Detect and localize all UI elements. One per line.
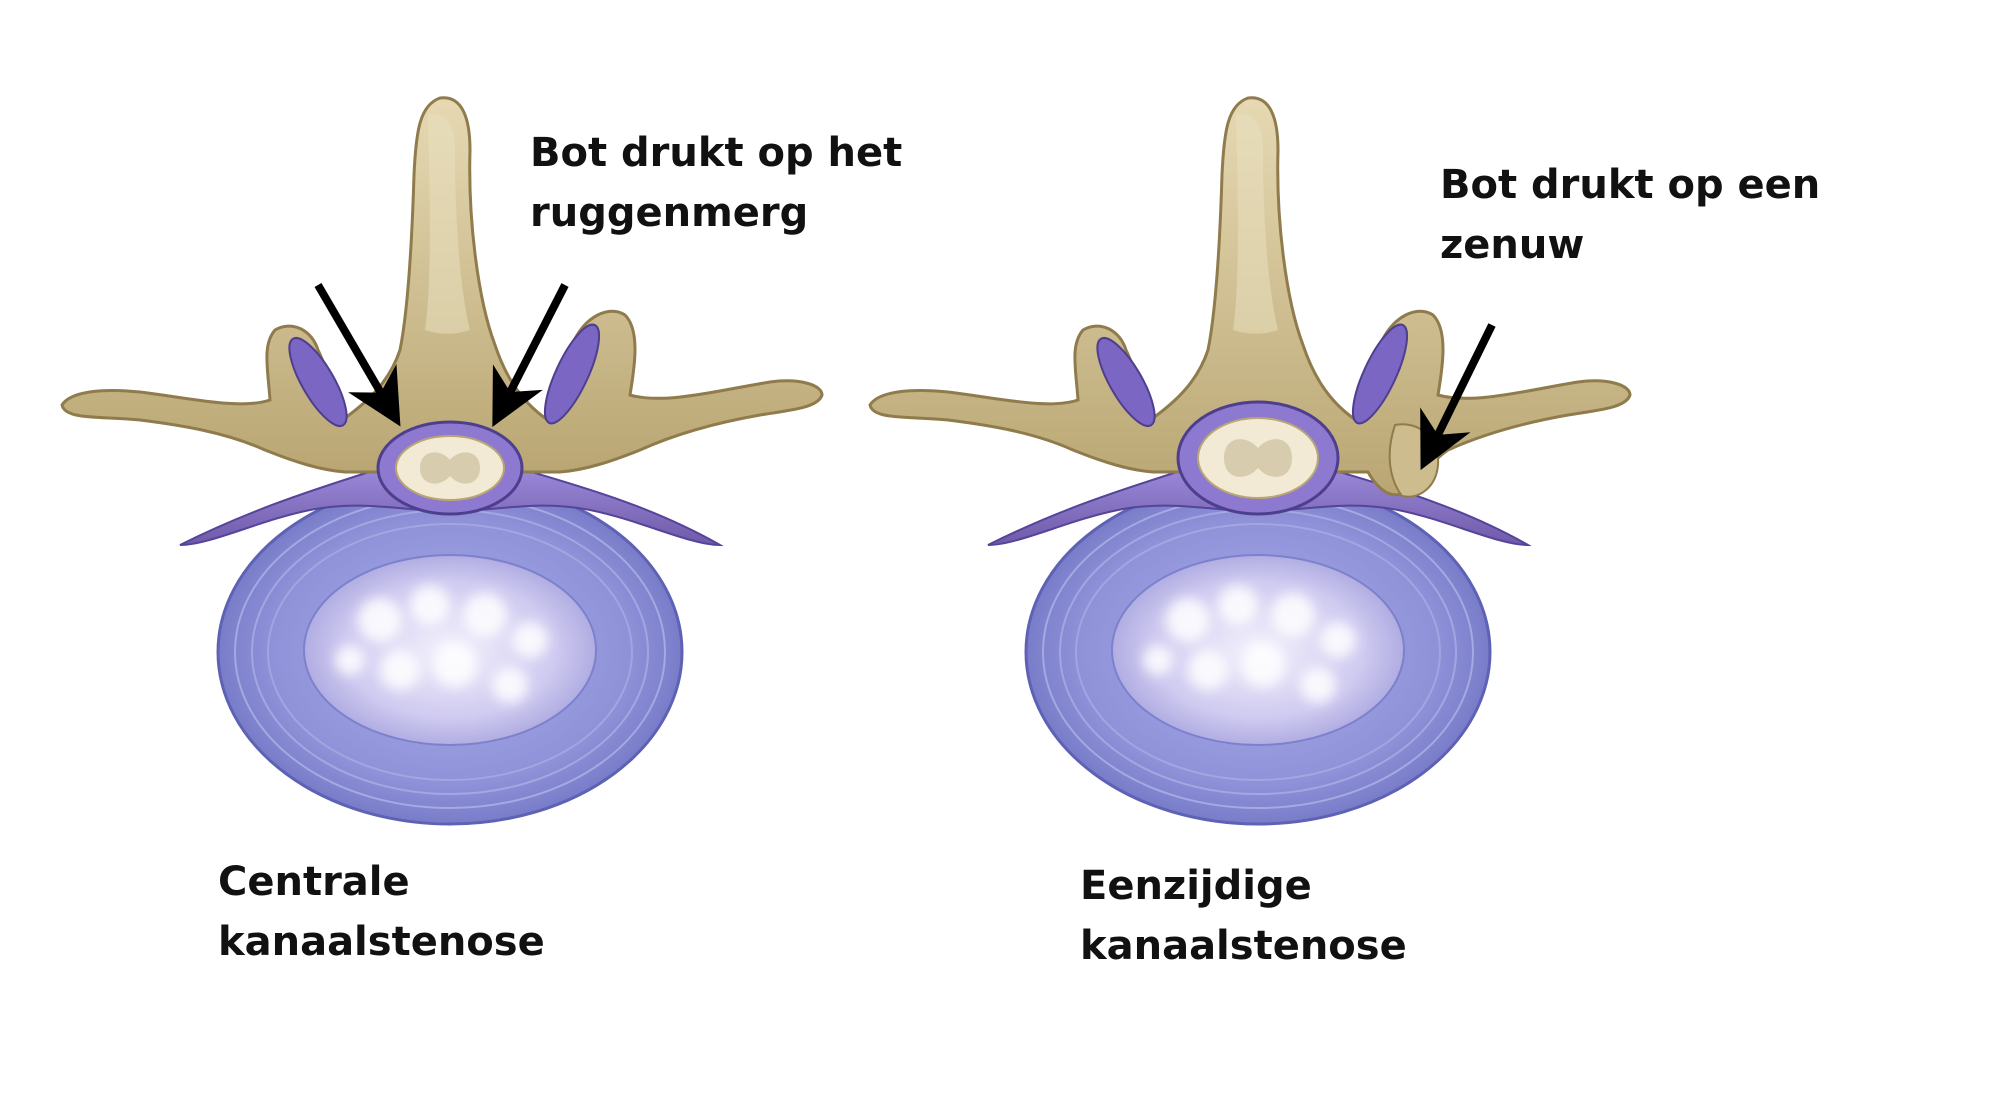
label-bottom-left: Centrale kanaalstenose (218, 852, 545, 972)
vertebra-left-illustration (60, 96, 824, 826)
label-bottom-left-line2: kanaalstenose (218, 919, 545, 965)
arrow-right-1 (1420, 323, 1496, 471)
label-top-right-line1: Bot drukt op een (1440, 162, 1821, 208)
nucleus-texture-right (1143, 585, 1356, 703)
spinal-cord-grey-matter-left (420, 452, 480, 484)
arrow-left-1 (314, 282, 401, 427)
spinous-process-highlight-right (1233, 114, 1278, 334)
label-top-right-line2: zenuw (1440, 222, 1585, 268)
label-bottom-right-line2: kanaalstenose (1080, 923, 1407, 969)
label-bottom-left-line1: Centrale (218, 859, 410, 905)
label-top-right: Bot drukt op een zenuw (1440, 155, 1820, 275)
vertebra-right-illustration (868, 96, 1632, 826)
label-top-left-line2: ruggenmerg (530, 190, 809, 236)
facet-joint-right-b (1351, 323, 1409, 425)
label-top-left: Bot drukt op het ruggenmerg (530, 123, 902, 243)
spinal-cord-grey-matter-right (1224, 439, 1292, 477)
label-bottom-right: Eenzijdige kanaalstenose (1080, 856, 1407, 976)
intervertebral-disc-right (1024, 478, 1492, 826)
nucleus-texture-left (335, 585, 548, 703)
intervertebral-disc-left (216, 478, 684, 826)
label-top-left-line1: Bot drukt op het (530, 130, 903, 176)
spinous-process-highlight-left (425, 114, 470, 334)
label-bottom-right-line1: Eenzijdige (1080, 863, 1312, 909)
facet-joint-left-a (288, 336, 348, 428)
facet-joint-left-b (543, 323, 601, 425)
facet-joint-right-a (1096, 336, 1156, 428)
arrow-left-2 (492, 283, 569, 427)
